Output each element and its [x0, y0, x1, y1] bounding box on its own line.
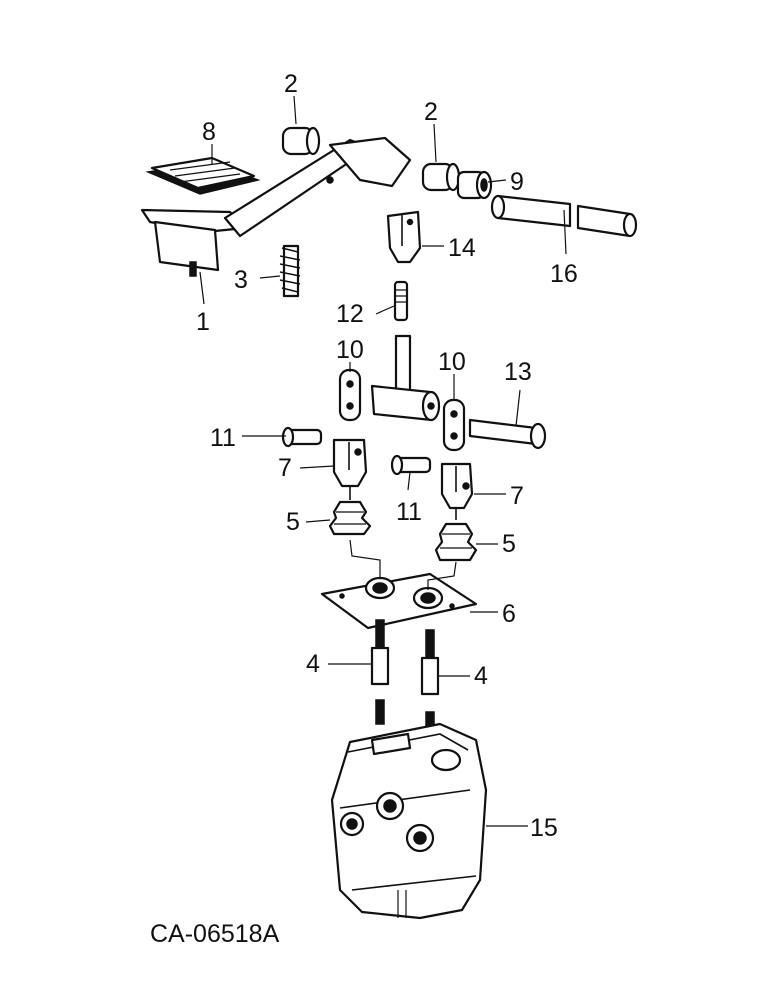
- equalizer-block: [370, 334, 441, 422]
- part-5-boot-left: [328, 500, 372, 536]
- callout-14: 14: [448, 234, 476, 262]
- part-10-link-left: [338, 368, 362, 422]
- callout-11-right: 11: [396, 498, 422, 526]
- callout-labels: 2 2 8 9 16 3 1 14 12 10 10 13 11 7 11 7 …: [196, 70, 578, 842]
- part-4-spacer-left: [370, 619, 390, 725]
- part-11-pin-left: [281, 426, 323, 448]
- callout-6: 6: [502, 600, 516, 628]
- callout-3: 3: [234, 266, 248, 294]
- callout-8: 8: [202, 118, 216, 146]
- callout-2-right: 2: [424, 98, 438, 126]
- callout-1: 1: [196, 308, 210, 336]
- part-11-pin-right: [390, 454, 432, 476]
- callout-11-left: 11: [210, 424, 236, 452]
- callout-4-left: 4: [306, 650, 320, 678]
- drawing-code: CA-06518A: [150, 920, 280, 948]
- part-13-pin: [468, 418, 547, 450]
- part-2-bushing-right: [421, 162, 461, 192]
- callout-12: 12: [336, 300, 364, 328]
- callout-15: 15: [530, 814, 558, 842]
- part-5-boot-right: [434, 522, 478, 562]
- callout-7-left: 7: [278, 454, 292, 482]
- part-8-pedal-pad: [145, 156, 261, 195]
- callout-13: 13: [504, 358, 532, 386]
- part-3-spring: [279, 244, 301, 298]
- part-6-plate: [320, 572, 478, 630]
- part-12-rod: [393, 280, 409, 322]
- callout-4-right: 4: [474, 662, 488, 690]
- part-16-pivot-shaft: [490, 194, 638, 238]
- part-7-clevis-left: [332, 438, 368, 500]
- callout-9: 9: [510, 168, 524, 196]
- part-9-collar: [456, 170, 493, 200]
- part-4-spacer-right: [420, 629, 440, 737]
- callout-16: 16: [550, 260, 578, 288]
- part-2-bushing-left: [281, 126, 321, 156]
- callout-2-left: 2: [284, 70, 298, 98]
- callout-7-right: 7: [510, 482, 524, 510]
- part-1-pedal-lever: [140, 136, 412, 277]
- callout-10-left: 10: [336, 336, 364, 364]
- part-14-clevis: [386, 210, 422, 264]
- callout-5-left: 5: [286, 508, 300, 536]
- part-10-link-right: [442, 398, 466, 452]
- part-15-valve-body: [330, 722, 488, 920]
- part-7-clevis-right: [440, 462, 474, 520]
- callout-10-right: 10: [438, 348, 466, 376]
- leader-lines: [199, 95, 567, 827]
- callout-5-right: 5: [502, 530, 516, 558]
